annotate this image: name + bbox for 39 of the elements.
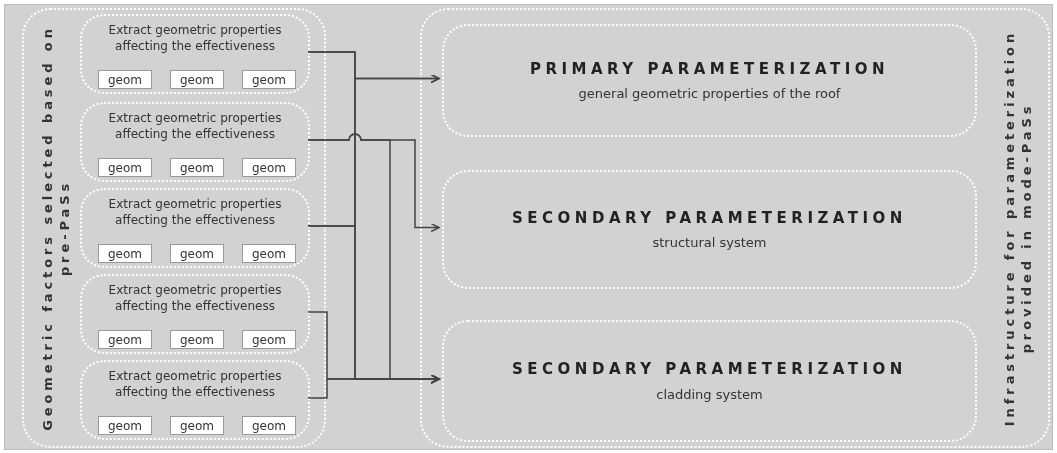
geom-tag: geom: [98, 244, 152, 263]
parameterization-box: [442, 170, 977, 289]
vertical-heading: Geometric factors selected based on pre-PaSs: [39, 24, 73, 433]
box-heading: SECONDARY PARAMETERIZATION: [512, 207, 907, 229]
geom-tag: geom: [242, 70, 296, 89]
geom-tag: geom: [170, 244, 224, 263]
box-heading: SECONDARY PARAMETERIZATION: [512, 359, 907, 380]
geom-tag: geom: [98, 330, 152, 349]
geom-tag: geom: [242, 244, 296, 263]
box-text: Extract geometric properties affecting the effectiveness: [107, 22, 283, 54]
process-box: [80, 360, 310, 440]
geom-tag: geom: [98, 158, 152, 177]
box-text: Extract geometric properties affecting the effectiveness: [107, 368, 283, 400]
geom-tag: geom: [242, 158, 296, 177]
box-subtitle: structural system: [652, 234, 767, 252]
geom-tag: geom: [98, 416, 152, 435]
box-text: Extract geometric properties affecting the effectiveness: [107, 110, 283, 142]
box-subtitle: cladding system: [656, 385, 763, 404]
geom-tag: geom: [170, 330, 224, 349]
geom-tag: geom: [170, 158, 224, 177]
geom-tag: geom: [170, 70, 224, 89]
geom-tag: geom: [170, 416, 224, 435]
process-box: [80, 14, 310, 94]
process-box: [80, 188, 310, 268]
box-text: Extract geometric properties affecting the effectiveness: [107, 282, 283, 314]
process-box: [80, 102, 310, 182]
box-text: Extract geometric properties affecting the effectiveness: [107, 196, 283, 228]
box-subtitle: general geometric properties of the roof: [578, 85, 841, 103]
vertical-heading: Infrastructure for parameterization provided in mode-PaSs: [1001, 28, 1035, 429]
geom-tag: geom: [98, 70, 152, 89]
group-frame: [22, 8, 326, 448]
box-heading: PRIMARY PARAMETERIZATION: [529, 58, 890, 80]
process-box: [80, 274, 310, 354]
group-frame: [420, 8, 1050, 448]
geom-tag: geom: [242, 416, 296, 435]
geom-tag: geom: [242, 330, 296, 349]
parameterization-box: [442, 320, 977, 442]
parameterization-box: [442, 24, 977, 137]
connector-arrow: [307, 374, 440, 399]
